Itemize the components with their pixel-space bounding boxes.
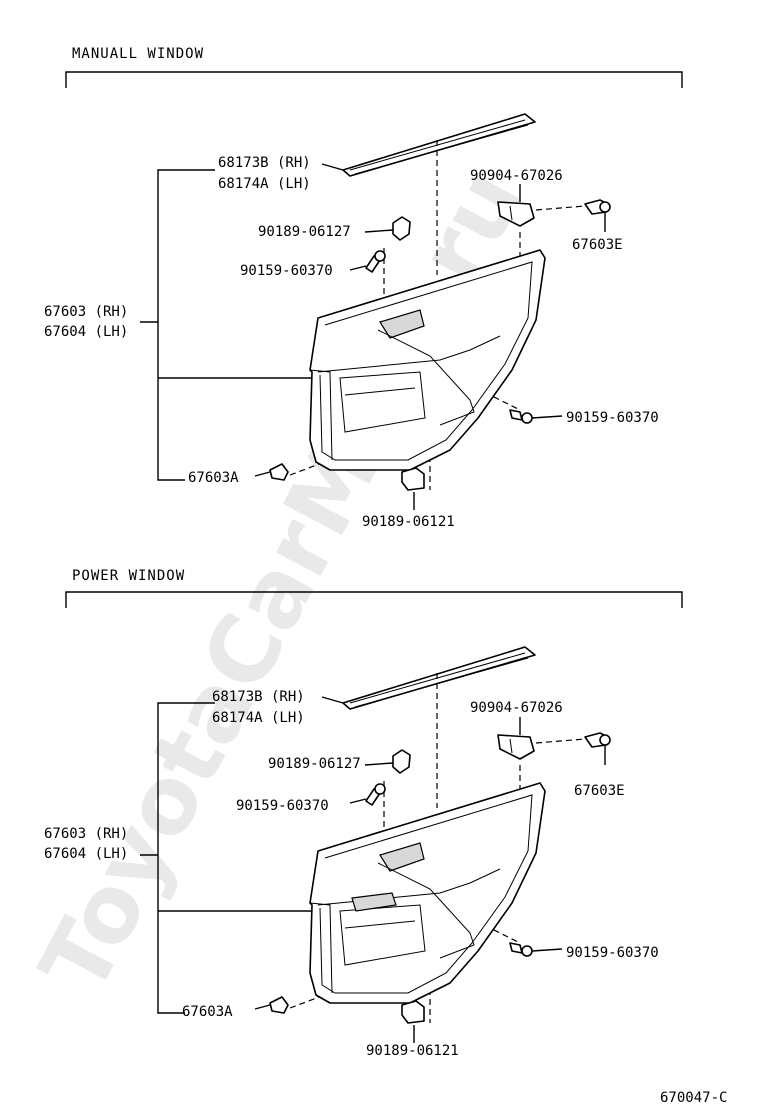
label-screw-top: 90159-60370 — [240, 263, 333, 279]
label-plug: 67603E — [574, 783, 625, 799]
label-plug: 67603E — [572, 237, 623, 253]
label-weatherstrip-lh: 68174A (LH) — [218, 176, 311, 192]
label-weatherstrip-rh: 68173B (RH) — [212, 689, 305, 705]
label-pad: 90904-67026 — [470, 168, 563, 184]
figure-code: 670047-C — [660, 1090, 727, 1106]
label-panel-lh: 67604 (LH) — [44, 846, 128, 862]
label-panel-rh: 67603 (RH) — [44, 826, 128, 842]
label-panel-rh: 67603 (RH) — [44, 304, 128, 320]
label-screw-right: 90159-60370 — [566, 945, 659, 961]
label-weatherstrip-rh: 68173B (RH) — [218, 155, 311, 171]
label-clip-bottom: 90189-06121 — [362, 514, 455, 530]
label-clip-side: 67603A — [182, 1004, 233, 1020]
label-screw-right: 90159-60370 — [566, 410, 659, 426]
label-panel-lh: 67604 (LH) — [44, 324, 128, 340]
label-pad: 90904-67026 — [470, 700, 563, 716]
section-manual-window: MANUALL WINDOW 68173B (RH) 68174A (LH) 9… — [44, 46, 683, 530]
section-title: MANUALL WINDOW — [72, 46, 204, 62]
label-clip-bottom: 90189-06121 — [366, 1043, 459, 1059]
label-weatherstrip-lh: 68174A (LH) — [212, 710, 305, 726]
section-title: POWER WINDOW — [72, 568, 185, 584]
label-clip-top: 90189-06127 — [258, 224, 351, 240]
label-clip-top: 90189-06127 — [268, 756, 361, 772]
label-screw-top: 90159-60370 — [236, 798, 329, 814]
section-power-window: POWER WINDOW 68173B (RH) 68174A (LH) 901… — [44, 568, 683, 1059]
label-clip-side: 67603A — [188, 470, 239, 486]
